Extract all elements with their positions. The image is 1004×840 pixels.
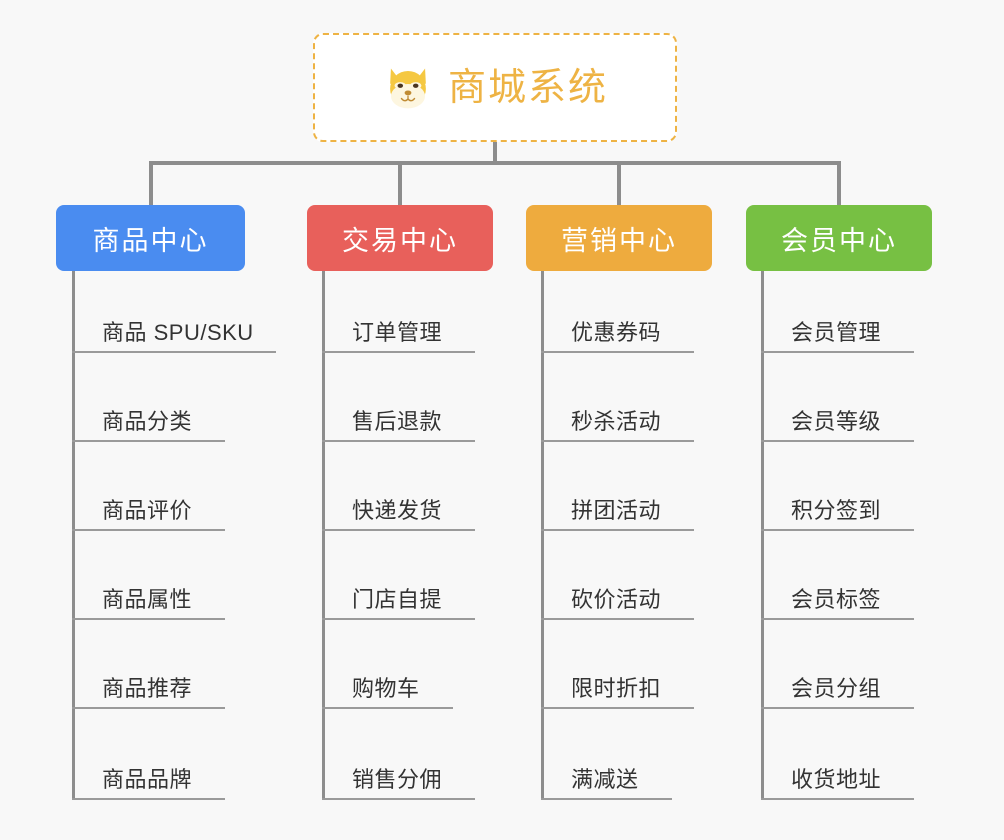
category-header-member-center[interactable]: 会员中心	[746, 205, 932, 271]
leaf-item-rule	[72, 351, 276, 353]
leaf-item-rule	[72, 707, 225, 709]
leaf-item-rule	[541, 351, 694, 353]
leaf-item-rule	[322, 529, 475, 531]
connector-drop-category-3	[617, 161, 621, 207]
leaf-item-rule	[322, 618, 475, 620]
leaf-item-label: 优惠券码	[571, 320, 662, 345]
leaf-item-rule	[761, 440, 914, 442]
leaf-item-label: 商品品牌	[102, 767, 193, 792]
leaf-item-rule	[541, 618, 694, 620]
category-header-product-center[interactable]: 商品中心	[56, 205, 245, 271]
leaf-item-label: 商品评价	[102, 498, 193, 523]
leaf-item-label: 商品推荐	[102, 676, 193, 701]
connector-root-trunk	[493, 142, 497, 164]
leaf-item-label: 限时折扣	[571, 676, 662, 701]
leaf-item-label: 商品 SPU/SKU	[102, 320, 254, 345]
leaf-item-rule	[761, 529, 914, 531]
leaf-item-rule	[72, 618, 225, 620]
leaf-item-rule	[761, 798, 914, 800]
leaf-item-label: 购物车	[352, 676, 420, 701]
leaf-item-label: 秒杀活动	[571, 409, 662, 434]
leaf-item-rule	[541, 440, 694, 442]
leaf-item-rule	[761, 618, 914, 620]
connector-horizontal-bus	[149, 161, 841, 165]
leaf-item-rule	[72, 440, 225, 442]
leaf-item-label: 商品属性	[102, 587, 193, 612]
leaf-item-rule	[761, 351, 914, 353]
leaf-item-label: 售后退款	[352, 409, 443, 434]
leaf-item-label: 满减送	[571, 767, 639, 792]
leaf-item-label: 快递发货	[352, 498, 443, 523]
connector-drop-category-4	[837, 161, 841, 207]
leaf-item-rule	[72, 798, 225, 800]
leaf-item-label: 会员分组	[791, 676, 882, 701]
leaf-item-label: 销售分佣	[352, 767, 443, 792]
leaf-item-rule	[322, 798, 475, 800]
leaf-item-label: 拼团活动	[571, 498, 662, 523]
leaf-item-label: 会员标签	[791, 587, 882, 612]
category-spine	[322, 271, 325, 800]
root-node-mall-system[interactable]: 商城系统	[313, 33, 677, 142]
leaf-item-label: 砍价活动	[571, 587, 662, 612]
root-node-title: 商城系统	[447, 66, 608, 109]
leaf-item-label: 订单管理	[352, 320, 443, 345]
leaf-item-label: 会员等级	[791, 409, 882, 434]
shiba-dog-face-icon	[390, 68, 426, 109]
category-header-label: 商品中心	[92, 225, 209, 256]
leaf-item-label: 商品分类	[102, 409, 193, 434]
leaf-item-rule	[761, 707, 914, 709]
category-header-marketing-center[interactable]: 营销中心	[526, 205, 712, 271]
leaf-item-rule	[541, 529, 694, 531]
category-header-trade-center[interactable]: 交易中心	[307, 205, 493, 271]
category-spine	[541, 271, 544, 800]
category-spine	[72, 271, 75, 800]
leaf-item-rule	[322, 351, 475, 353]
connector-drop-category-2	[398, 161, 402, 207]
category-header-label: 会员中心	[781, 225, 897, 256]
category-spine	[761, 271, 764, 800]
connector-drop-category-1	[149, 161, 153, 207]
category-header-label: 营销中心	[561, 225, 677, 256]
category-header-label: 交易中心	[342, 225, 458, 256]
leaf-item-label: 门店自提	[352, 587, 443, 612]
leaf-item-rule	[72, 529, 225, 531]
leaf-item-rule	[322, 707, 453, 709]
leaf-item-label: 收货地址	[791, 767, 882, 792]
leaf-item-rule	[322, 440, 475, 442]
leaf-item-label: 积分签到	[791, 498, 882, 523]
leaf-item-rule	[541, 707, 694, 709]
leaf-item-rule	[541, 798, 672, 800]
leaf-item-label: 会员管理	[791, 320, 882, 345]
